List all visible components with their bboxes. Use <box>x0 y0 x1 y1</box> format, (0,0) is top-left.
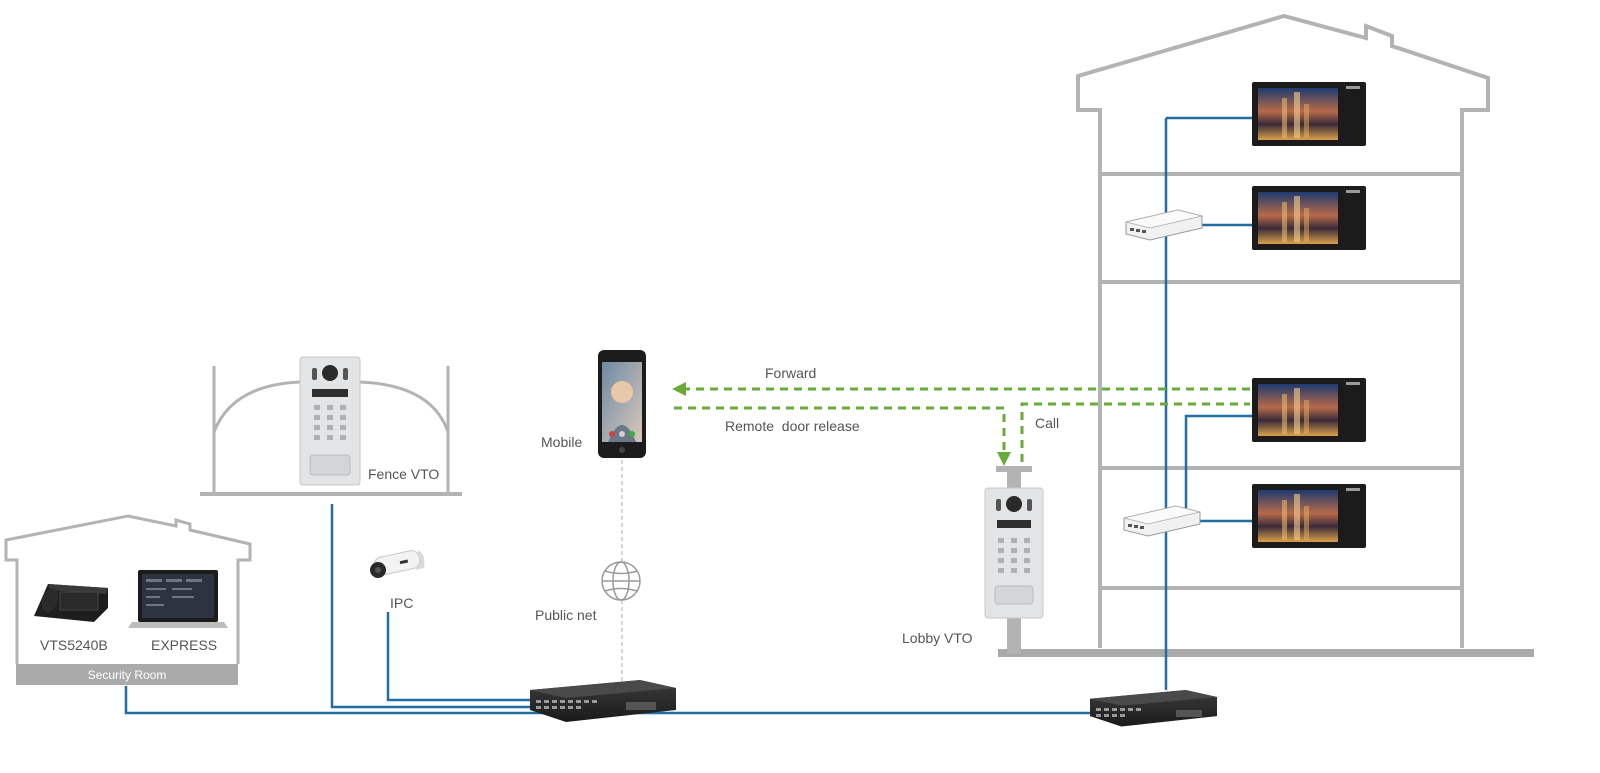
signal-paths <box>674 387 1250 462</box>
public-net-label: Public net <box>535 607 597 623</box>
network-switch-icon <box>530 680 676 722</box>
desk-station-icon <box>34 584 108 622</box>
residential-building <box>1076 13 1490 648</box>
security-room-bar <box>16 664 238 685</box>
release-arrowhead <box>997 452 1011 466</box>
fence-vto-label: Fence VTO <box>368 466 439 482</box>
indoor-monitor-icon <box>1252 82 1366 146</box>
call-label: Call <box>1035 415 1059 431</box>
forward-label: Forward <box>765 365 816 381</box>
forward-arrowhead <box>672 382 686 396</box>
poe-switch-icon <box>1125 209 1203 241</box>
indoor-monitor-icon <box>1252 378 1366 442</box>
ipc-label: IPC <box>390 595 413 611</box>
security-room-building <box>4 514 252 664</box>
vts-label: VTS5240B <box>40 637 108 653</box>
door-station-icon <box>984 487 1044 619</box>
indoor-monitor-icon <box>1252 484 1366 548</box>
smartphone-icon <box>598 350 646 458</box>
laptop-icon <box>128 570 228 628</box>
door-station-icon <box>299 356 361 486</box>
lobby-vto-post-cap <box>996 466 1032 472</box>
lobby-vto-label: Lobby VTO <box>902 630 973 646</box>
security-room-label: Security Room <box>88 668 167 682</box>
network-cables <box>124 116 1254 715</box>
mobile-label: Mobile <box>541 434 582 450</box>
indoor-monitor-icon <box>1252 186 1366 250</box>
bullet-camera-icon <box>370 550 425 578</box>
globe-icon <box>601 561 641 601</box>
fence <box>200 366 462 496</box>
network-switch-icon <box>1090 690 1218 727</box>
express-label: EXPRESS <box>151 637 217 653</box>
poe-switch-icon <box>1123 505 1201 537</box>
remote-door-release-label: Remote door release <box>725 418 860 434</box>
